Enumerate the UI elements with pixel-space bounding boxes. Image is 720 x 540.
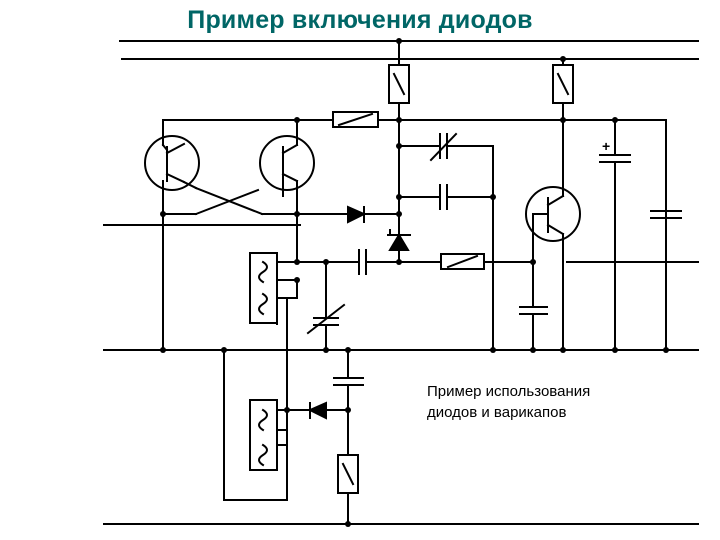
cross-coupling-wires bbox=[162, 186, 298, 216]
power-bus-rails bbox=[103, 40, 699, 525]
junction-dots bbox=[160, 38, 669, 527]
diagram-caption: Пример использования диодов и варикапов bbox=[427, 381, 590, 423]
caption-line-2: диодов и варикапов bbox=[427, 404, 567, 421]
capacitor-coupling bbox=[296, 249, 442, 275]
resistor-top-center bbox=[388, 40, 410, 121]
lower-capacitor-resistor bbox=[333, 349, 364, 525]
lower-wiring bbox=[223, 297, 288, 501]
variable-capacitor-lower bbox=[306, 261, 346, 351]
diode-horizontal-middle bbox=[296, 205, 400, 224]
top-wiring bbox=[162, 111, 667, 351]
varicap-vertical-center bbox=[387, 119, 411, 263]
capacitor-right-side bbox=[650, 210, 682, 219]
caption-line-1: Пример использования bbox=[427, 383, 591, 400]
coil-upper bbox=[249, 252, 298, 324]
resistor-horizontal-right bbox=[440, 253, 534, 270]
polarized-capacitor bbox=[599, 119, 631, 351]
capacitor-output-base bbox=[519, 261, 548, 351]
resistor-top-right bbox=[552, 58, 574, 121]
variable-capacitor-top bbox=[398, 132, 494, 162]
transistor-right bbox=[259, 119, 315, 263]
transistor-output bbox=[525, 119, 581, 351]
coil-lower bbox=[249, 399, 288, 471]
diode-lower bbox=[286, 401, 349, 420]
plus-sign: + bbox=[602, 138, 610, 154]
transistor-left bbox=[144, 119, 200, 351]
slide-title: Пример включения диодов bbox=[187, 6, 533, 34]
capacitor-middle bbox=[398, 145, 494, 351]
